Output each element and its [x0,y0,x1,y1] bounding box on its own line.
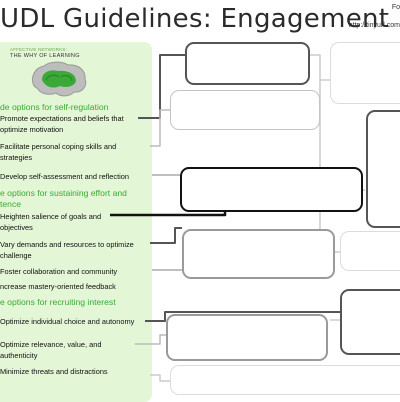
answer-box-recruiting-right[interactable] [340,289,400,355]
answer-box-threats-1[interactable] [170,365,400,395]
item-vary-demands: Vary demands and resources to optimize c… [0,240,134,260]
answer-box-guideline-right[interactable] [366,110,400,228]
answer-box-expectations-1[interactable] [185,42,310,85]
brain-icon [31,61,87,97]
answer-box-expectations-2[interactable] [330,42,400,104]
why-label: THE WHY OF LEARNING [10,53,80,59]
answer-box-coping-1[interactable] [170,90,320,130]
item-relevance-value: Optimize relevance, value, and authentic… [0,340,102,360]
answer-box-vary-demands-1[interactable] [182,229,335,279]
answer-box-self-assessment-1[interactable] [180,167,363,212]
item-heighten-salience: Heighten salience of goals and objective… [0,212,102,232]
item-foster-collaboration: Foster collaboration and community [0,267,118,276]
corner-url: http://tinyurl.com [348,22,400,29]
item-self-assessment: Develop self-assessment and reflection [0,172,129,181]
heading-recruiting-interest: e options for recruiting interest [0,297,116,307]
affective-network-panel [0,42,152,402]
heading-sustaining-effort: e options for sustaining effort and tenc… [0,188,127,209]
page-title: UDL Guidelines: Engagement [0,4,390,34]
item-coping-skills: Facilitate personal coping skills and st… [0,142,117,162]
answer-box-relevance-1[interactable] [166,314,328,361]
item-promote-expectations: Promote expectations and beliefs that op… [0,114,124,134]
item-minimize-threats: Minimize threats and distractions [0,367,108,376]
answer-box-vary-demands-2[interactable] [340,231,400,271]
corner-note: Fo [391,4,400,11]
network-label: AFFECTIVE NETWORKS: [10,47,68,52]
item-mastery-feedback: ncrease mastery-oriented feedback [0,282,116,291]
item-individual-choice: Optimize individual choice and autonomy [0,317,135,326]
heading-self-regulation: de options for self-regulation [0,102,109,112]
